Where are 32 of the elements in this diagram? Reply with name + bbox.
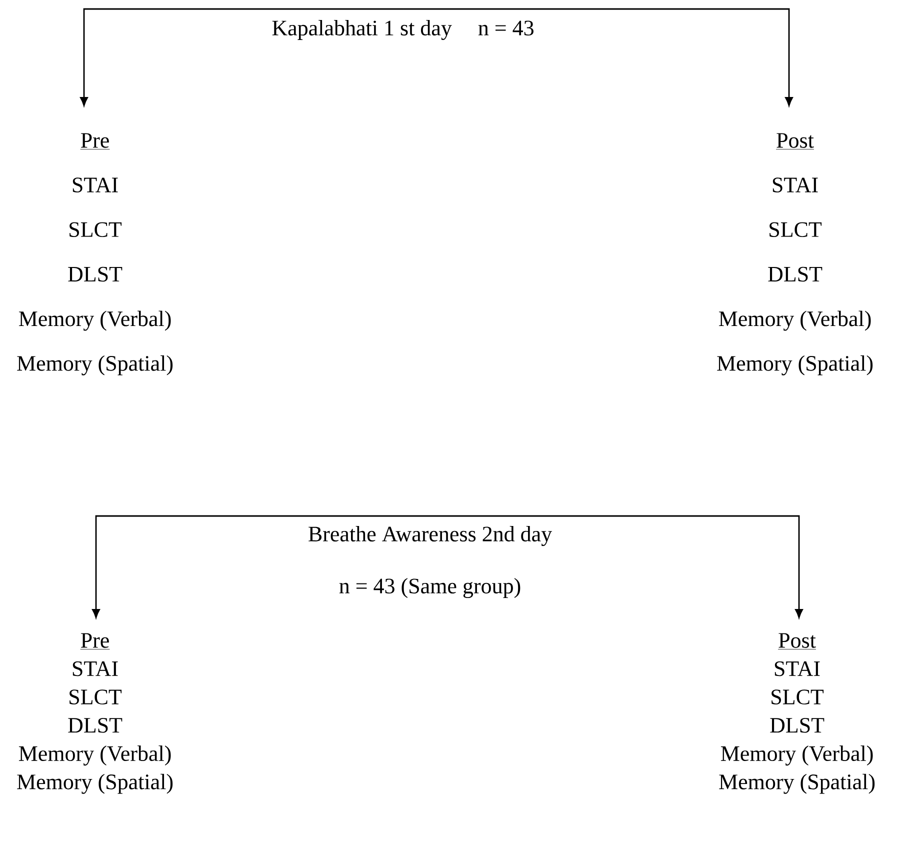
arrow [430, 515, 803, 618]
measure-label: DLST [768, 266, 822, 282]
measure-label: SLCT [770, 222, 822, 238]
measure-label: Memory (Spatial) [17, 774, 173, 794]
measure-label: Memory (Verbal) [720, 746, 873, 766]
measure-label: SLCT [70, 690, 122, 704]
arrow [80, 8, 403, 106]
heading: n = 43 [478, 20, 534, 36]
measure-label: Memory (Verbal) [718, 310, 871, 331]
measure-label: DLST [68, 718, 122, 733]
measure-label: SLCT [772, 690, 824, 704]
measure-label: STAI [72, 661, 118, 676]
arrow [92, 515, 430, 618]
column-heading: Post [776, 133, 814, 150]
measure-label: STAI [774, 661, 820, 676]
measure-label: Memory (Verbal) [18, 310, 171, 331]
measure-label: Memory (Spatial) [717, 355, 873, 376]
measure-label: DLST [770, 718, 824, 733]
measure-label: Memory (Spatial) [719, 774, 875, 794]
heading: n = 43 (Same group) [339, 578, 520, 598]
measure-label: SLCT [70, 222, 122, 238]
arrow [403, 8, 793, 106]
measure-label: DLST [68, 266, 122, 282]
heading: Kapalabhati 1 st day [272, 20, 452, 40]
column-heading: Pre [80, 633, 110, 650]
measure-label: Memory (Verbal) [18, 746, 171, 766]
column-heading: Pre [80, 133, 110, 150]
measure-label: STAI [72, 178, 118, 192]
measure-label: Memory (Spatial) [17, 355, 173, 376]
measure-label: STAI [772, 178, 818, 192]
column-heading: Post [778, 633, 816, 650]
heading: Breathe Awareness 2nd day [308, 526, 552, 546]
